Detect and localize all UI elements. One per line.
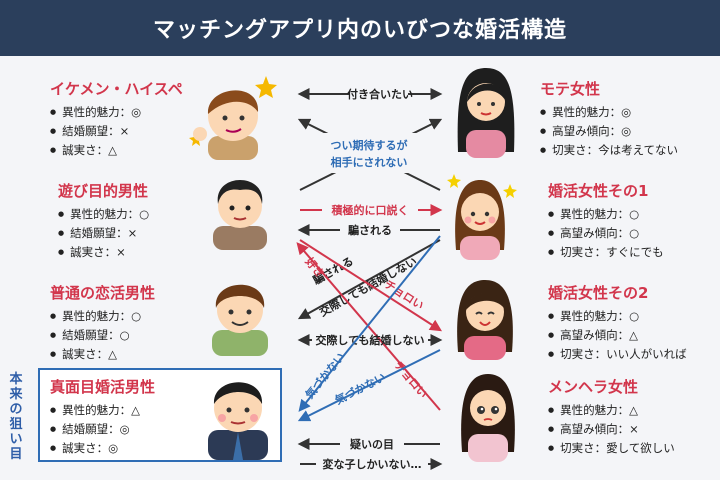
- attr-item: 結婚願望：○: [50, 326, 155, 345]
- side-label-char: 狙: [9, 417, 23, 432]
- card-ordinary: 普通の恋活男性 異性的魅力：○ 結婚願望：○ 誠実さ：△: [50, 282, 155, 364]
- card-popular-woman: モテ女性 異性的魅力：◎ 高望み傾向：◎ 切実さ：今は考えてない: [540, 78, 678, 160]
- arrow-no-marry-diag: [297, 239, 441, 320]
- attr-item: 高望み傾向：△: [548, 326, 687, 345]
- attr-item: 異性的魅力：◎: [540, 103, 678, 122]
- card-menhera: メンヘラ女性 異性的魅力：△ 高望み傾向：× 切実さ：愛して欲しい: [548, 376, 675, 458]
- popular-woman-avatar: [457, 68, 515, 158]
- label-backdrop: [316, 456, 428, 472]
- card-name: メンヘラ女性: [548, 378, 639, 396]
- attr-item: 誠実さ：△: [50, 141, 183, 160]
- ikemen-avatar: [189, 76, 277, 160]
- serious-avatar: [208, 382, 268, 460]
- side-label-char: の: [9, 402, 23, 417]
- card-konkatsu-2: 婚活女性その2 異性的魅力：○ 高望み傾向：△ 切実さ：いい人がいれば: [548, 282, 687, 364]
- attr-item: 高望み傾向：◎: [540, 122, 678, 141]
- player-avatar: [213, 180, 267, 250]
- card-name: 遊び目的男性: [58, 182, 149, 200]
- attr-item: 切実さ：愛して欲しい: [548, 439, 675, 458]
- attr-item: 切実さ：いい人がいれば: [548, 345, 687, 364]
- label-backdrop: [340, 436, 404, 452]
- card-name: イケメン・ハイスペ: [50, 80, 183, 98]
- sparkle-icon: [255, 76, 277, 98]
- attr-item: 結婚願望：×: [58, 224, 149, 243]
- attr-item: 高望み傾向：×: [548, 420, 675, 439]
- arrow-unaware-1: [298, 235, 441, 412]
- page-title: マッチングアプリ内のいびつな婚活構造: [152, 18, 567, 43]
- attr-item: 異性的魅力：○: [50, 307, 155, 326]
- link-label-unaware-2: 気づかない: [333, 370, 388, 407]
- card-name: モテ女性: [540, 80, 601, 98]
- sparkle-icon: [447, 174, 461, 188]
- card-player: 遊び目的男性 異性的魅力：○ 結婚願望：× 誠実さ：×: [58, 180, 149, 262]
- attr-item: 誠実さ：△: [50, 345, 155, 364]
- attr-item: 異性的魅力：◎: [50, 103, 183, 122]
- attr-item: 結婚願望：◎: [50, 420, 155, 439]
- attr-item: 異性的魅力：○: [548, 205, 664, 224]
- attr-item: 切実さ：今は考えてない: [540, 141, 678, 160]
- ordinary-avatar: [212, 284, 268, 356]
- side-label-char: 目: [9, 447, 23, 462]
- link-label-court: 積極的に口説く: [331, 203, 409, 217]
- attr-item: 異性的魅力：○: [58, 205, 149, 224]
- card-ikemen: イケメン・ハイスペ 異性的魅力：◎ 結婚願望：× 誠実さ：△: [50, 78, 183, 160]
- card-konkatsu-1: 婚活女性その1 異性的魅力：○ 高望み傾向：○ 切実さ：すぐにでも: [548, 180, 664, 262]
- konkatsu2-avatar: [457, 280, 513, 360]
- attr-item: 誠実さ：◎: [50, 439, 155, 458]
- attr-item: 異性的魅力：△: [50, 401, 155, 420]
- link-label-doubt: 疑いの目: [350, 437, 394, 451]
- card-serious: 真面目婚活男性 異性的魅力：△ 結婚願望：◎ 誠実さ：◎: [50, 376, 155, 458]
- card-name: 真面目婚活男性: [50, 378, 156, 396]
- link-label-expect-2: 相手にされない: [331, 155, 408, 169]
- arrow-unaware-2: [297, 349, 441, 422]
- attr-item: 切実さ：すぐにでも: [548, 243, 664, 262]
- sparkle-icon: [503, 184, 517, 198]
- link-label-no-marry-2: 交際しても結婚しない: [315, 333, 424, 347]
- attr-item: 誠実さ：×: [58, 243, 149, 262]
- link-label-weird: 変な子しかいない…: [323, 457, 422, 471]
- side-label-char: い: [9, 432, 23, 447]
- label-backdrop: [322, 202, 418, 218]
- link-label-fooled-1: 騙される: [348, 223, 392, 237]
- arrow-easy-1: [299, 239, 443, 332]
- card-name: 普通の恋活男性: [50, 284, 156, 302]
- header-bar: マッチングアプリ内のいびつな婚活構造: [0, 0, 720, 56]
- side-label-target: 本 来 の 狙 い 目: [6, 372, 26, 462]
- attr-item: 異性的魅力：△: [548, 401, 675, 420]
- attr-item: 結婚願望：×: [50, 122, 183, 141]
- card-name: 婚活女性その2: [548, 284, 649, 302]
- menhera-avatar: [461, 374, 515, 462]
- attr-item: 異性的魅力：○: [548, 307, 687, 326]
- side-label-char: 本: [9, 372, 23, 387]
- link-label-want-date: 付き合いたい: [347, 87, 413, 101]
- label-backdrop: [340, 222, 400, 238]
- arrow-target: [296, 242, 441, 411]
- card-name: 婚活女性その1: [548, 182, 649, 200]
- side-label-char: 来: [9, 387, 23, 402]
- konkatsu1-avatar: [447, 174, 517, 260]
- label-backdrop: [318, 133, 420, 173]
- attr-item: 高望み傾向：○: [548, 224, 664, 243]
- link-label-expect-1: つい期待するが: [331, 138, 408, 152]
